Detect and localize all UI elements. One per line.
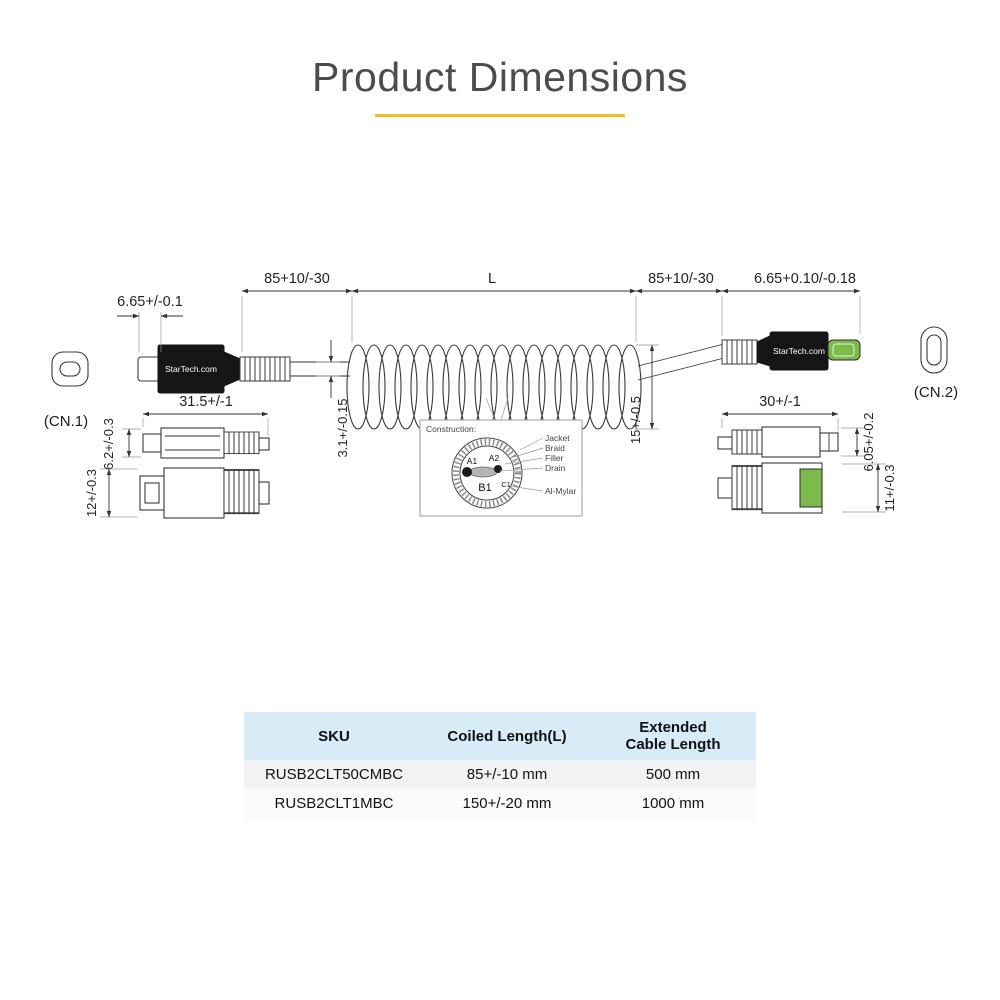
svg-text:11+/-0.3: 11+/-0.3 <box>882 464 897 511</box>
conductor-c1: C1 <box>501 480 511 489</box>
braid-hatch <box>453 439 521 507</box>
extended-length-value: 500 mm <box>645 766 701 783</box>
construction-title: Construction: <box>426 424 476 434</box>
brand-text-right: StarTech.com <box>773 346 825 356</box>
usbc-top-view <box>142 427 270 459</box>
dim-right-coil-tail: 85+10/-30 <box>648 271 714 287</box>
lightning-tip-contacts <box>832 343 855 357</box>
lightning-connector-side-view: StarTech.com <box>637 331 861 381</box>
lightning-top-view <box>717 426 839 458</box>
cn2-label: (CN.2) <box>914 384 958 401</box>
dim-left-housing-height: 6.2+/-0.3 <box>101 418 141 470</box>
dim-coil-od: 15+/-0.5 <box>628 344 659 444</box>
sku-value: RUSB2CLT50CMBC <box>264 766 404 783</box>
dim-left-housing-length: 31.5+/-1 <box>142 394 269 436</box>
dimensions-table: SKU Coiled Length(L) Extended Cable Leng… <box>244 712 756 818</box>
svg-text:15+/-0.5: 15+/-0.5 <box>628 396 643 444</box>
table-row: RUSB2CLT1MBC 150+/-20 mm 1000 mm <box>244 789 756 818</box>
svg-text:6.05+/-0.2: 6.05+/-0.2 <box>861 413 876 472</box>
layer-filler: Filler <box>545 453 564 463</box>
svg-text:3.1+/-0.15: 3.1+/-0.15 <box>335 399 350 458</box>
dim-cable-od: 3.1+/-0.15 <box>316 340 350 457</box>
dim-right-housing-length: 30+/-1 <box>721 394 839 431</box>
strain-relief-right <box>756 335 771 367</box>
svg-text:30+/-1: 30+/-1 <box>759 394 801 410</box>
cn1-front-view <box>51 351 89 387</box>
col-header-extended-length: Extended Cable Length <box>590 712 756 760</box>
dim-left-plug-width: 6.65+/-0.1 <box>117 294 183 352</box>
layer-al-mylar: Al-Mylar <box>545 486 576 496</box>
conductor-b1: B1 <box>478 482 491 494</box>
spec-table-wrap: SKU Coiled Length(L) Extended Cable Leng… <box>244 712 756 818</box>
dim-coiled-length: L <box>488 271 496 287</box>
ribbed-section-right <box>722 339 758 365</box>
ribbed-section-left <box>240 357 290 381</box>
brand-text-left: StarTech.com <box>165 364 217 374</box>
conductor-a1: A1 <box>467 456 478 466</box>
svg-text:12+/-0.3: 12+/-0.3 <box>84 469 99 517</box>
coiled-length-value: 85+/-10 mm <box>466 766 548 783</box>
usbc-bottom-view <box>139 467 270 519</box>
accent-underline <box>375 114 625 117</box>
lightning-bottom-view <box>717 462 823 514</box>
sku-value: RUSB2CLT1MBC <box>274 795 394 812</box>
page-title: Product Dimensions <box>312 54 688 100</box>
usbc-plug-tip <box>137 356 161 382</box>
filler-lens <box>468 466 498 478</box>
cn2-front-view <box>920 326 948 374</box>
cn1-label: (CN.1) <box>44 413 88 430</box>
dim-right-housing-width: 11+/-0.3 <box>842 463 897 513</box>
conductor-a2: A2 <box>489 453 500 463</box>
svg-text:31.5+/-1: 31.5+/-1 <box>179 394 233 410</box>
dimension-drawing: (CN.1) StarTech.com <box>44 271 958 519</box>
dim-right-housing-height: 6.05+/-0.2 <box>841 413 876 472</box>
svg-text:6.65+/-0.1: 6.65+/-0.1 <box>117 294 183 310</box>
col-header-sku: SKU <box>244 712 424 760</box>
layer-drain: Drain <box>545 463 566 473</box>
table-header-row: SKU Coiled Length(L) Extended Cable Leng… <box>244 712 756 760</box>
svg-text:6.2+/-0.3: 6.2+/-0.3 <box>101 418 116 470</box>
extended-length-value: 1000 mm <box>641 795 705 812</box>
lightning-tip <box>827 339 861 361</box>
dim-left-housing-width: 12+/-0.3 <box>84 468 137 518</box>
conductor-dot-a1 <box>462 467 472 477</box>
construction-callout: Construction: A1 A2 B1 C1 Jacket Braid F… <box>419 397 583 517</box>
coiled-length-value: 150+/-20 mm <box>462 795 552 812</box>
conductor-dot-a2 <box>494 465 502 473</box>
strain-relief <box>223 351 241 387</box>
usbc-connector-side-view: StarTech.com <box>137 344 350 394</box>
col-header-coiled-length: Coiled Length(L) <box>424 712 590 760</box>
layer-jacket: Jacket <box>545 433 570 443</box>
table-row: RUSB2CLT50CMBC 85+/-10 mm 500 mm <box>244 760 756 789</box>
coil-section <box>346 344 642 430</box>
lightning-tip-top <box>799 468 823 508</box>
layer-braid: Braid <box>545 443 565 453</box>
dim-left-coil-tail: 85+10/-30 <box>264 271 330 287</box>
dimension-top-chain: 85+10/-30 L 85+10/-30 6.65+0.10/-0.18 <box>241 271 861 352</box>
dim-right-plug-width: 6.65+0.10/-0.18 <box>754 271 856 287</box>
